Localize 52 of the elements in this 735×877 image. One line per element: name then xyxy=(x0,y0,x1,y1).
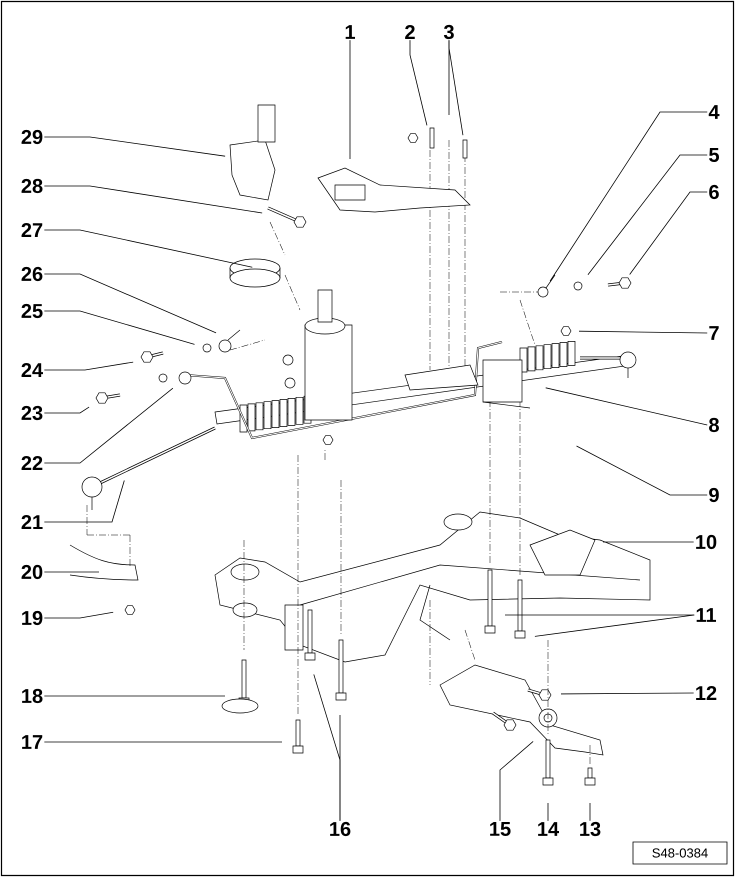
callout-number: 12 xyxy=(696,686,716,700)
leader-line xyxy=(560,692,694,694)
callout-number: 26 xyxy=(22,266,42,282)
leader-line xyxy=(410,40,428,126)
callout-number: 1 xyxy=(346,25,355,39)
leader-line xyxy=(629,192,708,275)
callout-number: 7 xyxy=(709,326,719,340)
leader-line xyxy=(44,480,125,522)
leader-line xyxy=(576,446,708,496)
callout-number: 21 xyxy=(22,515,43,529)
leader-line xyxy=(504,614,695,616)
callout-number: 23 xyxy=(22,406,42,420)
callout-number: 19 xyxy=(22,610,42,626)
callout-number: 8 xyxy=(709,418,719,432)
leader-line xyxy=(44,388,174,464)
callout-number: 2 xyxy=(405,25,415,39)
callout-number: 20 xyxy=(22,564,42,580)
callout-number: 14 xyxy=(538,822,559,836)
leader-line xyxy=(44,274,216,334)
leader-line xyxy=(448,40,464,136)
callout-number: 11 xyxy=(696,608,716,622)
callout-number: 3 xyxy=(444,24,454,40)
callout-number: 22 xyxy=(22,456,42,470)
callout-number: 27 xyxy=(22,223,42,237)
leader-line xyxy=(44,406,90,414)
leader-line xyxy=(44,136,226,157)
callout-number: 25 xyxy=(22,304,43,318)
leader-line xyxy=(44,186,263,214)
callout-number: 10 xyxy=(696,534,716,550)
callout-number: 15 xyxy=(490,822,511,836)
leader-line xyxy=(500,741,534,822)
callout-number: 13 xyxy=(580,822,600,836)
leader-line xyxy=(44,362,134,370)
leader-line xyxy=(588,154,708,276)
leader-line xyxy=(534,614,695,637)
callout-number: 4 xyxy=(708,105,720,119)
leader-line xyxy=(44,230,253,268)
callout-number: 29 xyxy=(22,130,42,144)
leader-line xyxy=(44,310,195,345)
callout-number: 5 xyxy=(709,148,719,162)
figure-code-label: S48-0384 xyxy=(632,842,728,864)
callout-number: 24 xyxy=(22,363,43,377)
callout-number: 17 xyxy=(22,735,42,749)
callout-number: 28 xyxy=(22,178,42,194)
callout-number: 6 xyxy=(709,184,719,200)
callout-number: 16 xyxy=(330,822,350,836)
leader-line xyxy=(545,387,708,426)
callout-number: 9 xyxy=(709,488,719,502)
leader-line xyxy=(578,330,708,334)
callout-number: 18 xyxy=(22,688,42,704)
leader-line xyxy=(550,112,708,282)
leader-line xyxy=(44,612,114,618)
